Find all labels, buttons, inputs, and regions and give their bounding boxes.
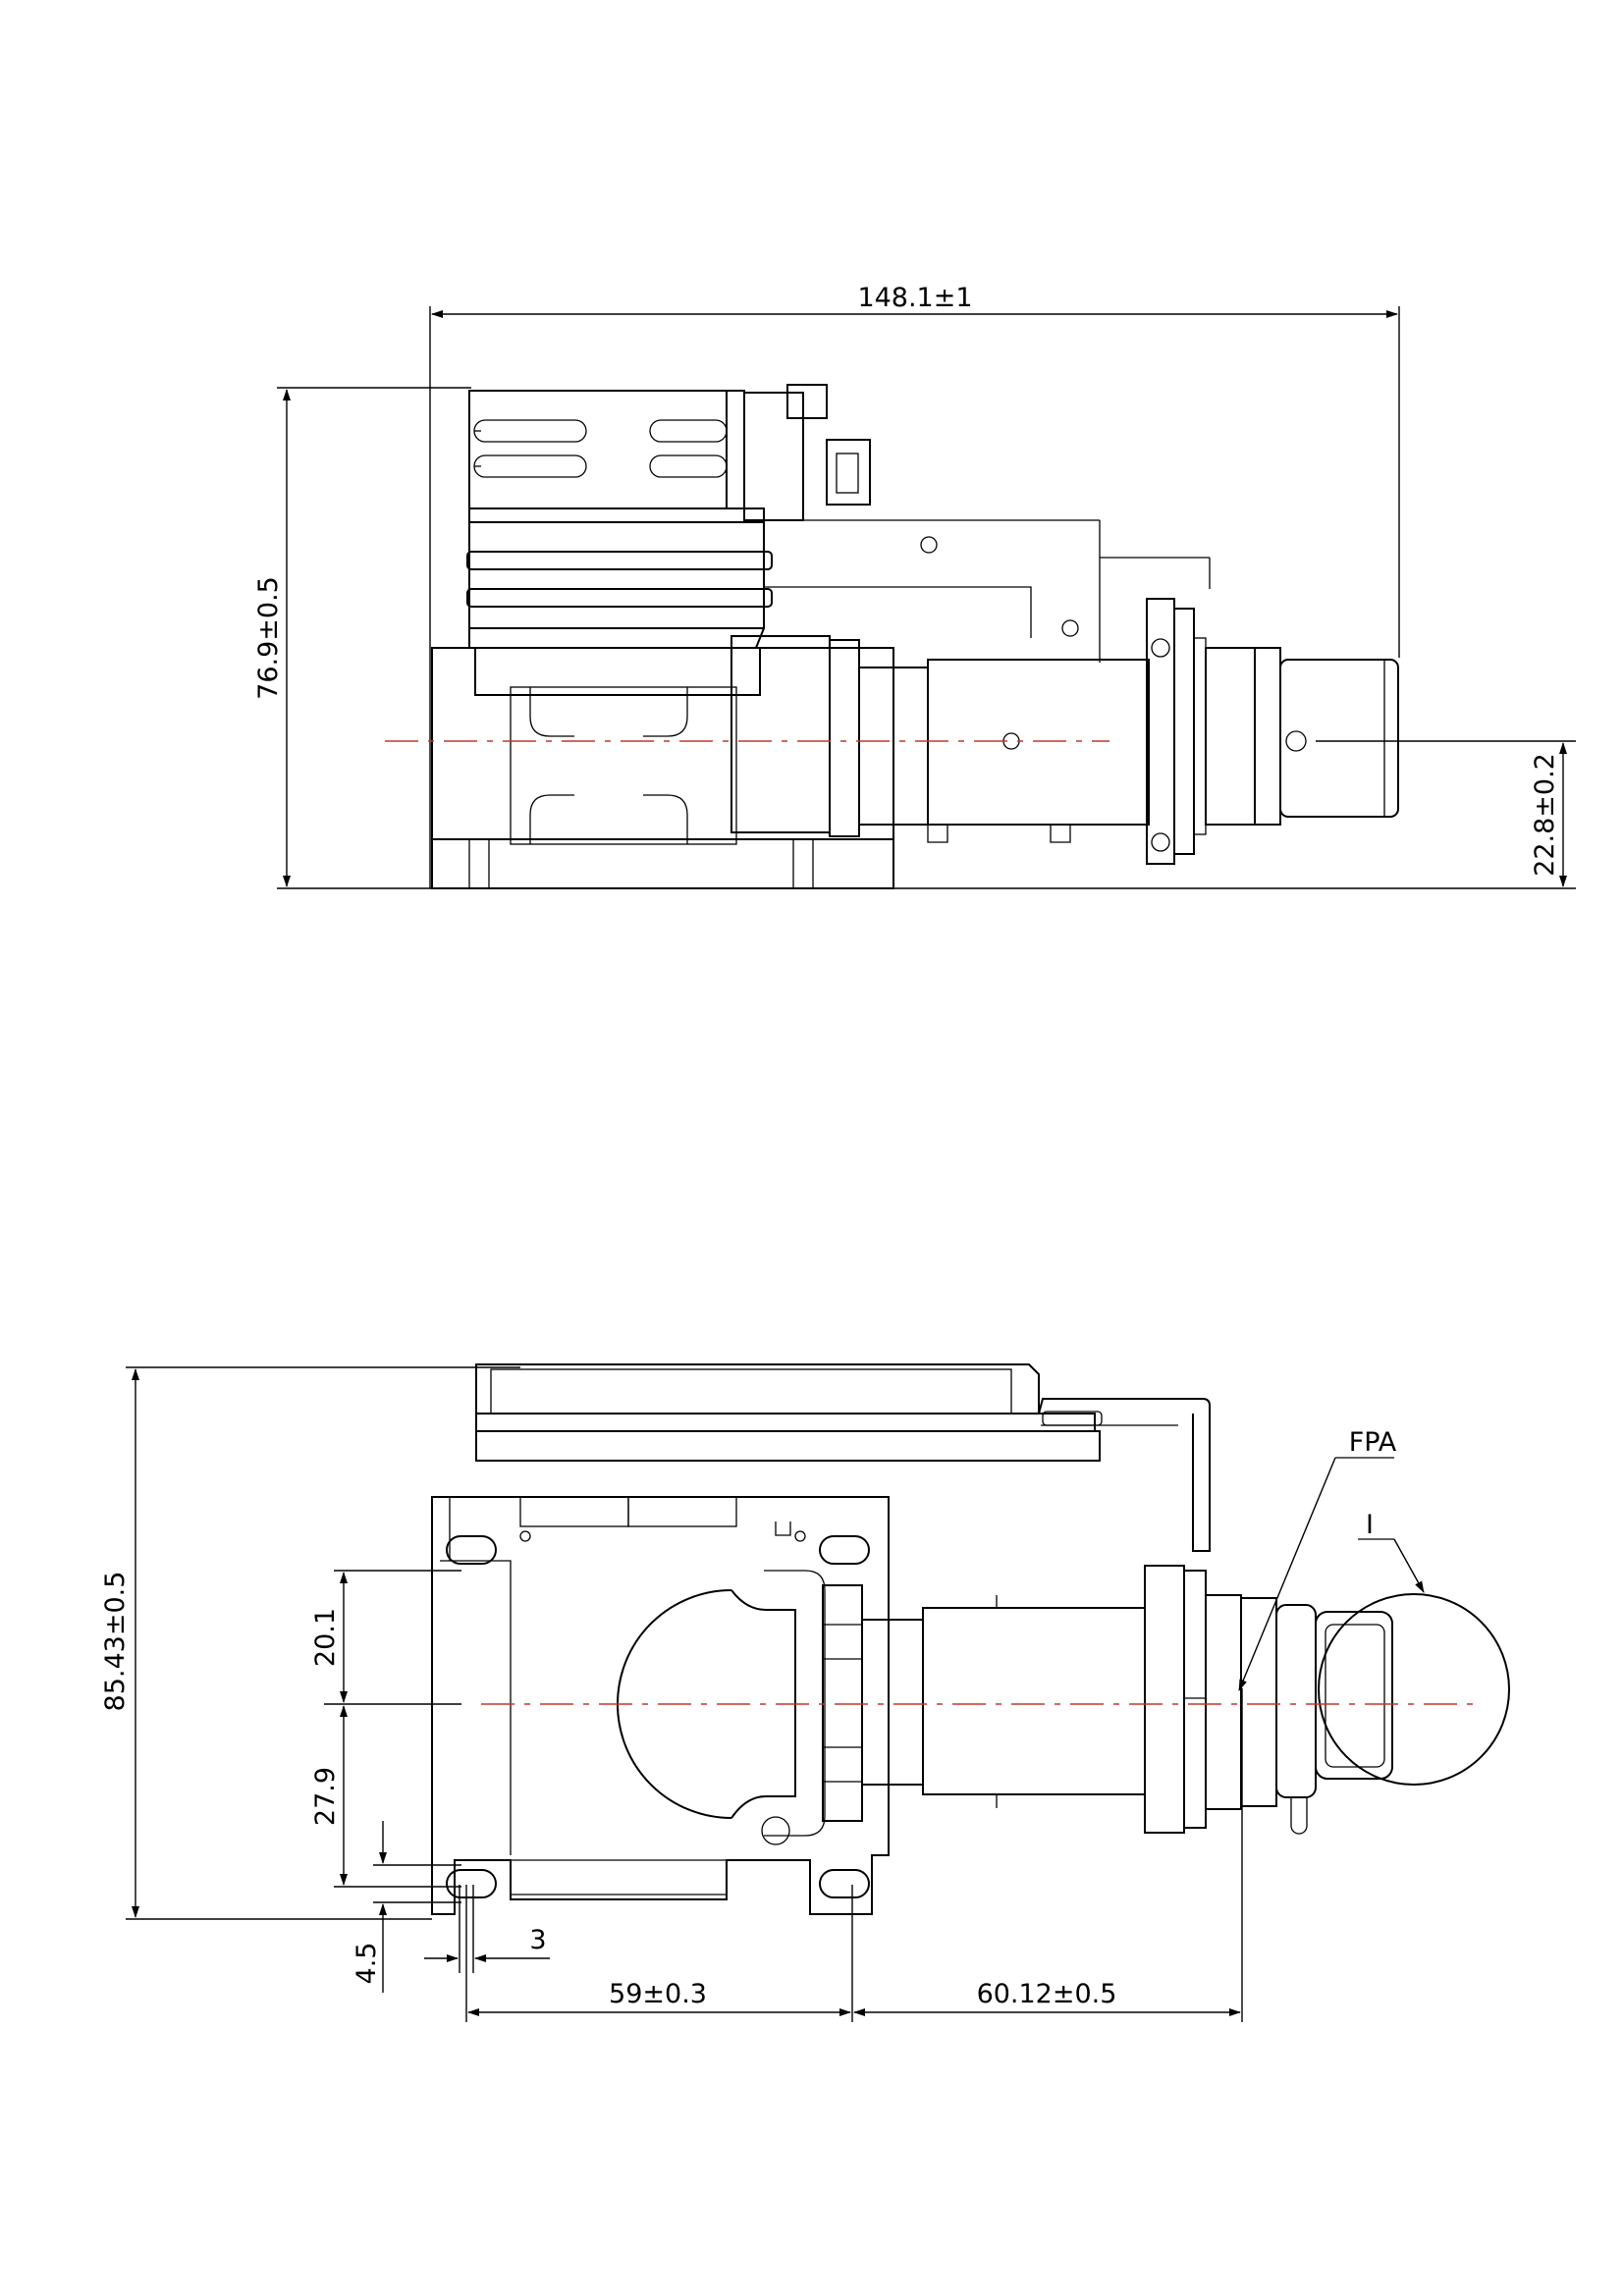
dim-upper-label: 20.1 <box>310 1608 341 1667</box>
side-view: 148.1±1 76.9±0.5 22.8±0.2 <box>253 283 1576 889</box>
dim-axis-height: 22.8±0.2 <box>430 740 1576 889</box>
dim-length-label: 148.1±1 <box>857 283 972 313</box>
front-lens-body <box>617 1570 863 1837</box>
mount-hole-tl <box>446 1535 497 1565</box>
dim-height: 76.9±0.5 <box>253 387 471 889</box>
detail-circle-i: I <box>1318 1510 1510 1786</box>
mount-hole-br <box>819 1869 870 1898</box>
dim-hole-spacing-label: 59±0.3 <box>609 1979 707 2009</box>
dim-length: 148.1±1 <box>429 283 1400 888</box>
mount-hole-bl <box>446 1869 497 1898</box>
dim-hole-width-label: 3 <box>529 1925 546 1955</box>
dim-hole-details: 4.5 3 <box>352 1821 550 1993</box>
dim-hole-offset-label: 4.5 <box>352 1943 382 1985</box>
base-housing <box>431 647 894 889</box>
front-top-plates <box>475 1363 1211 1552</box>
mount-hole-tr <box>819 1535 870 1565</box>
front-view: 85.43±0.5 20.1 27.9 4.5 3 <box>100 1363 1510 2022</box>
dim-front-height: 85.43±0.5 <box>100 1366 520 1920</box>
dim-front-height-label: 85.43±0.5 <box>100 1572 131 1712</box>
side-connector <box>743 384 1211 663</box>
fpa-label: FPA <box>1349 1427 1397 1458</box>
dim-height-label: 76.9±0.5 <box>253 576 284 700</box>
dim-axis-height-label: 22.8±0.2 <box>1530 753 1560 877</box>
fpa-callout: FPA <box>1238 1427 1397 1691</box>
dim-horizontal-spacing: 59±0.3 60.12±0.5 <box>465 1688 1243 2022</box>
detail-label: I <box>1366 1510 1374 1540</box>
cooler-assembly <box>466 390 773 696</box>
front-housing <box>431 1496 890 1915</box>
dim-fpa-distance-label: 60.12±0.5 <box>977 1979 1117 2009</box>
side-lens-assembly <box>730 598 1399 865</box>
dim-lower-label: 27.9 <box>310 1767 341 1826</box>
front-lens-tube <box>861 1565 1393 1835</box>
dim-vertical-offsets: 20.1 27.9 <box>310 1570 461 1888</box>
